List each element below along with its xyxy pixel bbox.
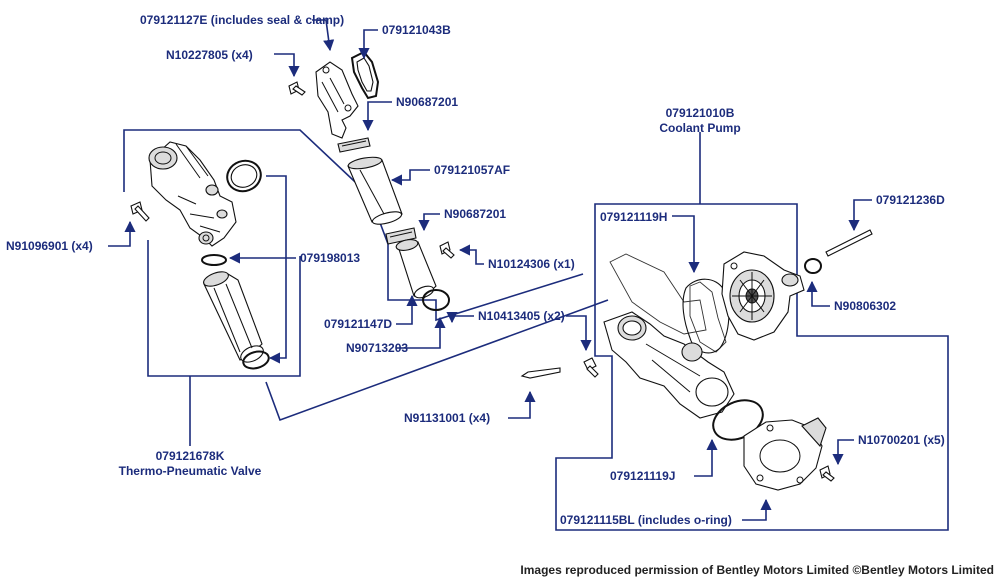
label-n90713203: N90713203 — [346, 341, 408, 355]
label-n90806302: N90806302 — [834, 299, 896, 313]
label-079121010b: 079121010B — [666, 106, 735, 120]
label-thermo-pneumatic-valve: Thermo-Pneumatic Valve — [119, 464, 262, 478]
label-079121236d: 079121236D — [876, 193, 945, 207]
ghost-outline-pump — [609, 253, 727, 353]
connector-079121147d — [395, 239, 437, 299]
label-n10413405: N10413405 (x2) — [478, 309, 565, 323]
o-ring-n90806302 — [804, 258, 822, 274]
coolant-pump-079121010b — [721, 251, 805, 341]
clamp-n90687201-upper — [337, 137, 371, 153]
label-079121127e: 079121127E (includes seal & clamp) — [140, 13, 344, 27]
thermo-pneumatic-valve-body — [148, 141, 237, 247]
label-n91096901: N91096901 (x4) — [6, 239, 93, 253]
bolts-n91131001 — [520, 357, 599, 379]
o-ring-n90713203 — [422, 289, 450, 311]
label-079121119h: 079121119H — [600, 210, 667, 224]
copyright-credit: Images reproduced permission of Bentley … — [520, 563, 994, 577]
bolt-n10227805 — [288, 81, 306, 96]
label-n10227805: N10227805 (x4) — [166, 48, 253, 62]
gasket-079121119h — [682, 278, 730, 354]
o-ring-079198013 — [201, 254, 227, 266]
bolt-n10700201 — [819, 465, 835, 482]
o-ring-upper-valve — [226, 159, 262, 193]
leader-lines — [108, 19, 872, 521]
label-n91131001: N91131001 (x4) — [404, 411, 490, 425]
clamp-n90687201-lower — [385, 227, 417, 245]
label-079121147d: 079121147D — [324, 317, 392, 331]
label-079121119j: 079121119J — [610, 469, 675, 483]
housing-079121119j — [603, 311, 735, 419]
label-079121678k: 079121678K — [156, 449, 225, 463]
seal-079121043b — [350, 50, 380, 100]
label-079121043b: 079121043B — [382, 23, 451, 37]
bolt-n91096901 — [130, 201, 150, 222]
label-n90687201-lower: N90687201 — [444, 207, 506, 221]
pump-cover-079121115bl — [743, 417, 827, 491]
bolt-n10124306 — [439, 241, 455, 259]
coolant-pipe-lower — [203, 271, 264, 363]
label-079198013: 079198013 — [300, 251, 360, 265]
outlet-flange-079121127e — [315, 61, 359, 139]
label-079121057af: 079121057AF — [434, 163, 510, 177]
pipe-079121057af — [347, 156, 403, 225]
label-n10700201: N10700201 (x5) — [858, 433, 945, 447]
rod-079121236d — [825, 229, 873, 257]
label-n90687201-upper: N90687201 — [396, 95, 458, 109]
label-coolant-pump: Coolant Pump — [659, 121, 740, 135]
label-n10124306: N10124306 (x1) — [488, 257, 575, 271]
label-079121115bl: 079121115BL (includes o-ring) — [560, 513, 732, 527]
o-ring-lower-pipe — [242, 350, 270, 370]
